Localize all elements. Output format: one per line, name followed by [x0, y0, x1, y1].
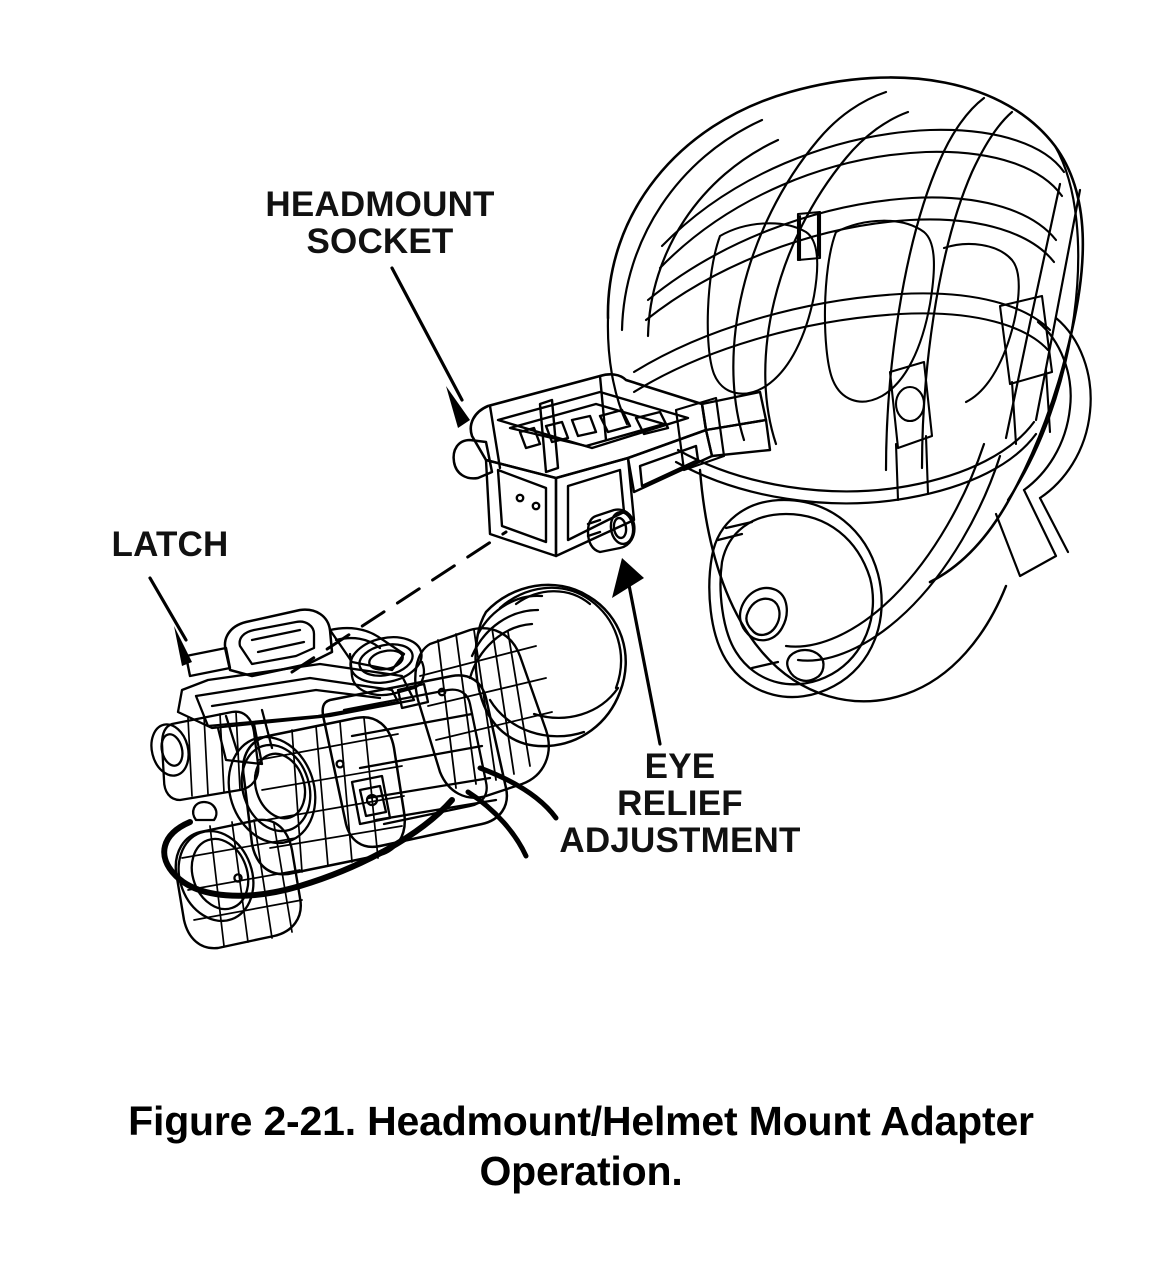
- callout-label-latch: LATCH: [40, 526, 300, 563]
- callout-line-1: HEADMOUNT: [265, 185, 495, 224]
- assembly-alignment-dash-line: [290, 530, 508, 674]
- monocular-rubber-eyecup: [468, 583, 627, 748]
- monocular-diopter-barrel: [150, 710, 260, 802]
- monocular-top-collar: [348, 636, 426, 697]
- callout-line-2: RELIEF: [617, 784, 743, 824]
- helmet-interior-pads: [706, 210, 1020, 404]
- callout-line-3: ADJUSTMENT: [559, 821, 801, 861]
- helmet-chin-straps: [784, 316, 1092, 662]
- arrowhead-eye-relief: [612, 558, 644, 598]
- monocular-mount-rail: [176, 662, 416, 766]
- leader-line-latch: [148, 576, 188, 642]
- eye-relief-adjustment-knob: [586, 508, 636, 554]
- figure-caption-line-2: Operation.: [479, 1148, 683, 1195]
- figure-caption-line-1: Figure 2-21. Headmount/Helmet Mount Adap…: [128, 1098, 1034, 1144]
- callout-line-1: LATCH: [111, 525, 229, 564]
- helmet-shell: [606, 76, 1085, 703]
- helmet-cross-straps: [632, 128, 1066, 394]
- lens-cap-tether-cord: [161, 797, 455, 899]
- helmet-side-buckle: [888, 294, 1054, 502]
- arrowhead-latch: [174, 626, 192, 666]
- monocular-body-housing: [321, 674, 509, 849]
- figure-caption: Figure 2-21. Headmount/Helmet Mount Adap…: [60, 1096, 1102, 1196]
- lens-cap: [174, 800, 303, 950]
- leader-line-headmount-socket: [390, 266, 464, 402]
- callout-label-eye-relief-adjustment: EYE RELIEF ADJUSTMENT: [500, 748, 860, 859]
- headmount-socket-bracket: [452, 373, 772, 558]
- leader-line-eye-relief: [626, 578, 662, 746]
- night-vision-monocular: [150, 583, 627, 950]
- socket-helmet-joint: [674, 396, 726, 472]
- callout-arrowheads: [174, 386, 644, 666]
- helmet-chin-cup: [708, 498, 883, 699]
- callout-line-1: EYE: [644, 747, 716, 786]
- callout-label-headmount-socket: HEADMOUNT SOCKET: [190, 186, 570, 260]
- monocular-cable: [465, 765, 559, 859]
- callout-line-2: SOCKET: [306, 222, 454, 262]
- callout-leader-lines: [148, 266, 662, 746]
- helmet-webbing-straps: [620, 90, 1082, 472]
- arrowhead-headmount-socket: [446, 386, 470, 428]
